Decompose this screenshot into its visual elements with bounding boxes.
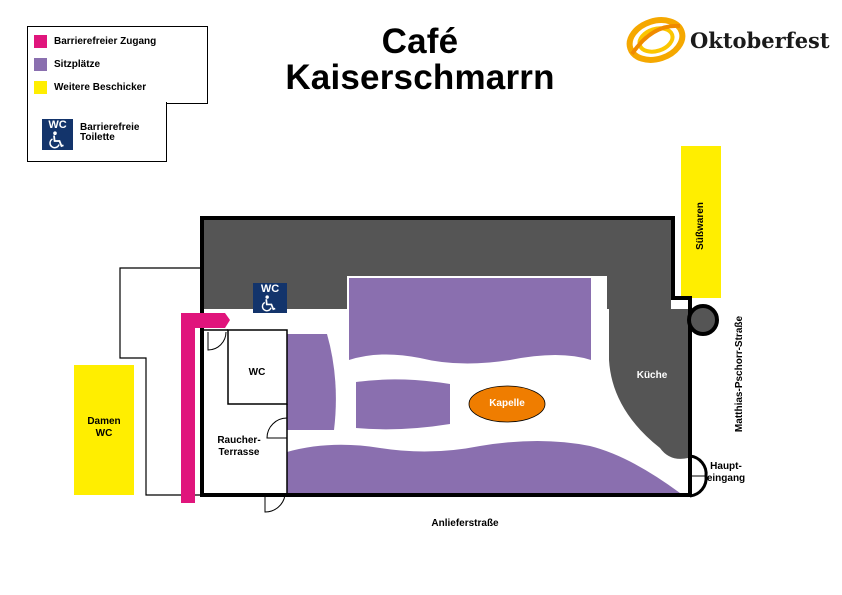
accessible-toilet-label: Barrierefreie Toilette [80,123,139,143]
plan-wc-symbol-text: WC [260,283,280,295]
seating-swatch [34,58,47,71]
street-sale-label: Straßenverkauf [692,351,703,425]
wc-symbol-text: WC [48,119,67,131]
legend-accessible-toilet: WC Barrierefreie Toilette [27,102,167,162]
main-entrance-line2: eingang [706,473,746,484]
plan-accessible-wc-icon: WC [253,283,287,313]
oktoberfest-logo: Oktoberfest [622,14,830,66]
seating-area-top [349,278,591,364]
logo-emblem-icon [626,17,686,63]
sweets-stand-area [681,146,721,298]
accessible-entrance-swatch [34,35,47,48]
title-line1: Café [381,22,459,61]
accessible-wc-icon: WC [42,119,73,150]
legend-label: Weitere Beschicker [54,82,147,93]
main-entrance-line1: Haupt- [710,461,742,472]
seating-area-left [287,334,336,430]
kitchen-area [609,309,688,459]
east-street-label: Matthias-Pschorr-Straße [734,315,745,433]
ladies-wc-line1: Damen [87,416,121,427]
main-entrance-door-icon [689,454,708,477]
main-entrance-label: Haupt- eingang [702,461,750,485]
main-entrance-door-icon [689,475,708,498]
ladies-wc-line2: WC [95,428,113,439]
accessible-entrance-ramp [181,313,230,503]
title-line2: Kaiserschmarrn [285,58,555,97]
band-stage [468,385,546,423]
other-vendors-swatch [34,81,47,94]
wheelchair-icon [261,295,276,312]
accessible-toilet-line2: Toilette [80,132,115,143]
legend-item-seating: Sitzplätze [34,58,100,71]
legend: Barrierefreier Zugang Sitzplätze Weitere… [27,26,208,104]
ladies-wc-label: Damen WC [74,416,134,440]
wc-room-label: WC [248,367,266,378]
legend-label: Sitzplätze [54,59,101,70]
smoker-terrace-label: Raucher- Terrasse [204,435,274,459]
sweets-label: Süßwaren [695,202,706,250]
accessible-toilet-line1: Barrierefreie [80,122,140,133]
smoker-terrace-line1: Raucher- [217,435,261,446]
smoker-terrace-line2: Terrasse [218,447,260,458]
south-street-label: Anlieferstraße [431,518,499,529]
kitchen-label: Küche [636,370,668,381]
door-swing-icon [264,494,286,513]
seating-area-middle [356,379,450,430]
wheelchair-icon [48,131,64,149]
seating-area-bottom [287,441,680,493]
band-label: Kapelle [489,398,525,409]
ladies-wc-area [74,365,134,495]
logo-text: Oktoberfest [690,28,830,53]
legend-item-other-vendors: Weitere Beschicker [34,81,146,94]
building-band [204,220,671,309]
corner-tower [687,304,719,336]
legend-label: Barrierefreier Zugang [54,36,157,47]
door-swing-icon [207,331,227,351]
legend-item-accessible-entrance: Barrierefreier Zugang [34,35,156,48]
page-title: Café Kaiserschmarrn [270,24,570,96]
door-swing-icon [266,417,288,439]
